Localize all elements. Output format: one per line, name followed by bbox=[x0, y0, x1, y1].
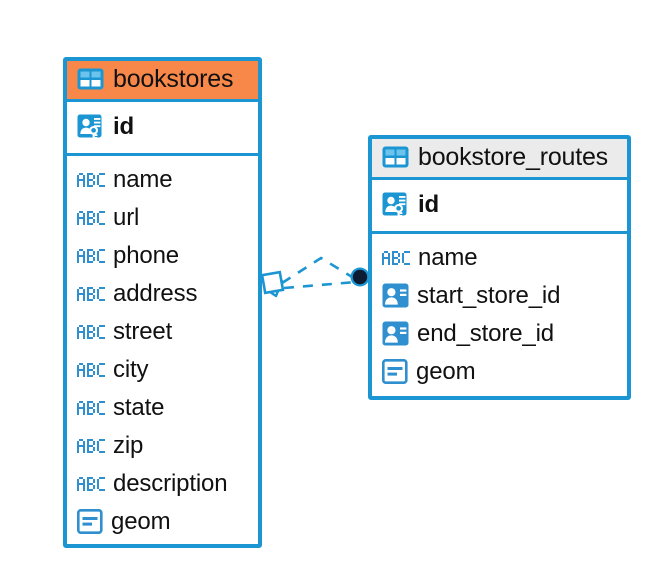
field-label: url bbox=[113, 204, 140, 232]
field-row-address[interactable]: address bbox=[77, 275, 248, 313]
entity-bookstore-routes-columns: name start_store_id bbox=[372, 233, 627, 396]
relationship-line-lower bbox=[283, 280, 357, 290]
field-label: state bbox=[113, 394, 165, 422]
geometry-icon bbox=[381, 359, 408, 385]
foreign-key-icon bbox=[382, 321, 409, 346]
entity-bookstore-routes-primary-keys: id bbox=[372, 179, 627, 234]
entity-bookstores-columns: name u bbox=[67, 155, 258, 544]
table-icon bbox=[382, 146, 409, 168]
abc-text-icon bbox=[77, 286, 105, 301]
field-label: description bbox=[113, 470, 228, 498]
entity-bookstores-header[interactable]: bookstores bbox=[67, 61, 258, 102]
field-row-id[interactable]: id bbox=[382, 183, 617, 227]
field-label: name bbox=[113, 166, 173, 194]
field-row-id[interactable]: id bbox=[77, 105, 248, 149]
field-label: start_store_id bbox=[417, 282, 561, 310]
primary-key-icon bbox=[382, 192, 410, 218]
abc-text-icon bbox=[77, 210, 105, 225]
entity-bookstore-routes[interactable]: bookstore_routes bbox=[368, 135, 631, 400]
geometry-icon bbox=[76, 509, 103, 535]
field-label: city bbox=[113, 356, 149, 384]
abc-text-icon bbox=[77, 476, 105, 491]
abc-text-icon bbox=[77, 172, 105, 187]
field-label: name bbox=[418, 244, 478, 272]
entity-bookstores-title: bookstores bbox=[113, 65, 234, 93]
entity-bookstore-routes-header[interactable]: bookstore_routes bbox=[372, 139, 627, 180]
field-row-url[interactable]: url bbox=[77, 199, 248, 237]
field-row-name[interactable]: name bbox=[382, 239, 617, 277]
relationship-line-upper bbox=[281, 256, 358, 285]
field-label: zip bbox=[113, 432, 144, 460]
field-row-end-store-id[interactable]: end_store_id bbox=[382, 315, 617, 353]
field-label: geom bbox=[111, 508, 171, 536]
primary-key-icon bbox=[77, 114, 105, 140]
field-row-name[interactable]: name bbox=[77, 161, 248, 199]
abc-text-icon bbox=[77, 400, 105, 415]
field-row-phone[interactable]: phone bbox=[77, 237, 248, 275]
abc-text-icon bbox=[382, 250, 410, 265]
entity-bookstores-primary-keys: id bbox=[67, 101, 258, 156]
entity-bookstore-routes-title: bookstore_routes bbox=[418, 143, 608, 171]
field-row-start-store-id[interactable]: start_store_id bbox=[382, 277, 617, 315]
field-label: phone bbox=[113, 242, 179, 270]
field-label: geom bbox=[416, 358, 476, 386]
field-row-street[interactable]: street bbox=[77, 313, 248, 351]
field-row-description[interactable]: description bbox=[77, 465, 248, 503]
abc-text-icon bbox=[77, 248, 105, 263]
diamond-handle-icon[interactable] bbox=[260, 270, 285, 298]
field-label: id bbox=[113, 113, 135, 141]
field-label: end_store_id bbox=[417, 320, 554, 348]
field-label: street bbox=[113, 318, 173, 346]
field-label: id bbox=[418, 191, 440, 219]
abc-text-icon bbox=[77, 362, 105, 377]
field-row-geom[interactable]: geom bbox=[76, 503, 248, 541]
entity-bookstores[interactable]: bookstores bbox=[63, 57, 262, 548]
field-row-zip[interactable]: zip bbox=[77, 427, 248, 465]
field-row-geom[interactable]: geom bbox=[381, 353, 617, 391]
table-icon bbox=[77, 68, 104, 90]
abc-text-icon bbox=[77, 438, 105, 453]
field-label: address bbox=[113, 280, 198, 308]
endpoint-circle-icon[interactable] bbox=[350, 267, 370, 287]
field-row-city[interactable]: city bbox=[77, 351, 248, 389]
abc-text-icon bbox=[77, 324, 105, 339]
foreign-key-icon bbox=[382, 283, 409, 308]
field-row-state[interactable]: state bbox=[77, 389, 248, 427]
